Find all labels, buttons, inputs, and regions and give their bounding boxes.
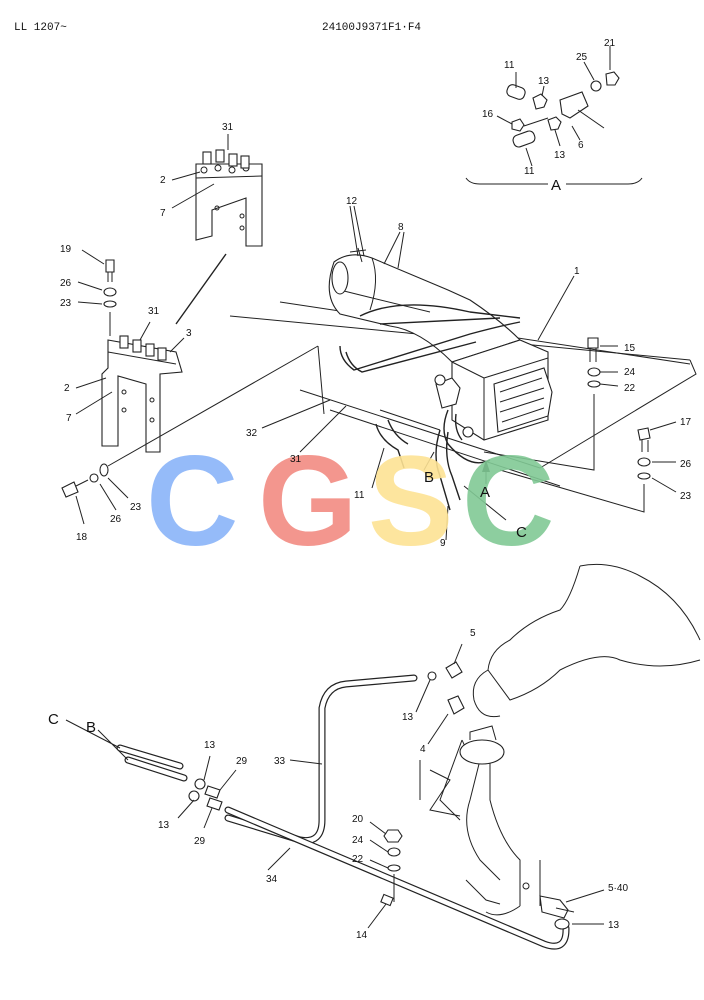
callout-31: 31 [222, 122, 234, 133]
callout-12: 12 [346, 196, 358, 207]
callout-24: 24 [624, 367, 636, 378]
callout-32: 32 [246, 428, 258, 439]
callout-7: 7 [160, 208, 166, 219]
callout-2: 2 [160, 175, 166, 186]
callout-13: 13 [608, 920, 620, 931]
lower-bracket [61, 249, 319, 525]
callout-5: 5 [470, 628, 476, 639]
callout-31: 31 [148, 306, 160, 317]
watermark-letter-c1: C [146, 430, 238, 573]
callout-4: 4 [420, 744, 426, 755]
callout-33: 33 [274, 756, 286, 767]
callout-13: 13 [402, 712, 414, 723]
callout-21: 21 [604, 38, 616, 49]
callout-23: 23 [680, 491, 692, 502]
callout-13: 13 [554, 150, 566, 161]
arrow-a-label: A [480, 484, 490, 501]
callout-29: 29 [236, 756, 248, 767]
lower-hose-layout [65, 563, 701, 950]
callout-2: 2 [64, 383, 70, 394]
callout-26: 26 [60, 278, 72, 289]
callout-31: 31 [290, 454, 302, 465]
right-fasteners [483, 337, 677, 513]
callout-22: 22 [624, 383, 636, 394]
heater-assembly [229, 205, 697, 541]
upper-bracket [171, 134, 263, 325]
callout-20: 20 [352, 814, 364, 825]
callout-16: 16 [482, 109, 494, 120]
cgsc-watermark: C G S C [146, 430, 554, 573]
callout-labels: 11 13 25 21 16 6 13 11 A 31 2 7 19 26 23… [48, 38, 692, 941]
callout-9: 9 [440, 538, 446, 549]
callout-23: 23 [130, 502, 142, 513]
pipe-c-label: C [48, 711, 59, 728]
callout-26: 26 [680, 459, 692, 470]
detail-a-inset [465, 46, 643, 185]
callout-8: 8 [398, 222, 404, 233]
callout-13: 13 [538, 76, 550, 87]
callout-5-40: 5·40 [608, 883, 628, 894]
callout-24: 24 [352, 835, 364, 846]
watermark-letter-s: S [368, 430, 453, 573]
callout-15: 15 [624, 343, 636, 354]
callout-7: 7 [66, 413, 72, 424]
callout-19: 19 [60, 244, 72, 255]
watermark-letter-g: G [258, 430, 358, 573]
callout-13: 13 [204, 740, 216, 751]
callout-22: 22 [352, 854, 364, 865]
callout-3: 3 [186, 328, 192, 339]
callout-6: 6 [578, 140, 584, 151]
callout-11: 11 [504, 60, 515, 71]
drawing-code: LL 1207~ [14, 22, 67, 34]
callout-23: 23 [60, 298, 72, 309]
callout-25: 25 [576, 52, 588, 63]
callout-18: 18 [76, 532, 88, 543]
part-number: 24100J9371F1·F4 [322, 22, 422, 34]
ref-b-label: B [424, 469, 434, 486]
watermark-letter-c2: C [462, 430, 554, 573]
callout-13: 13 [158, 820, 170, 831]
callout-29: 29 [194, 836, 206, 847]
callout-11: 11 [354, 490, 365, 501]
callout-1: 1 [574, 266, 580, 277]
callout-17: 17 [680, 417, 692, 428]
callout-11: 11 [524, 166, 535, 177]
callout-26: 26 [110, 514, 122, 525]
callout-14: 14 [356, 930, 368, 941]
pipe-b-label: B [86, 719, 96, 736]
ref-c-label: C [516, 524, 527, 541]
detail-a-label: A [551, 177, 561, 194]
callout-34: 34 [266, 874, 278, 885]
